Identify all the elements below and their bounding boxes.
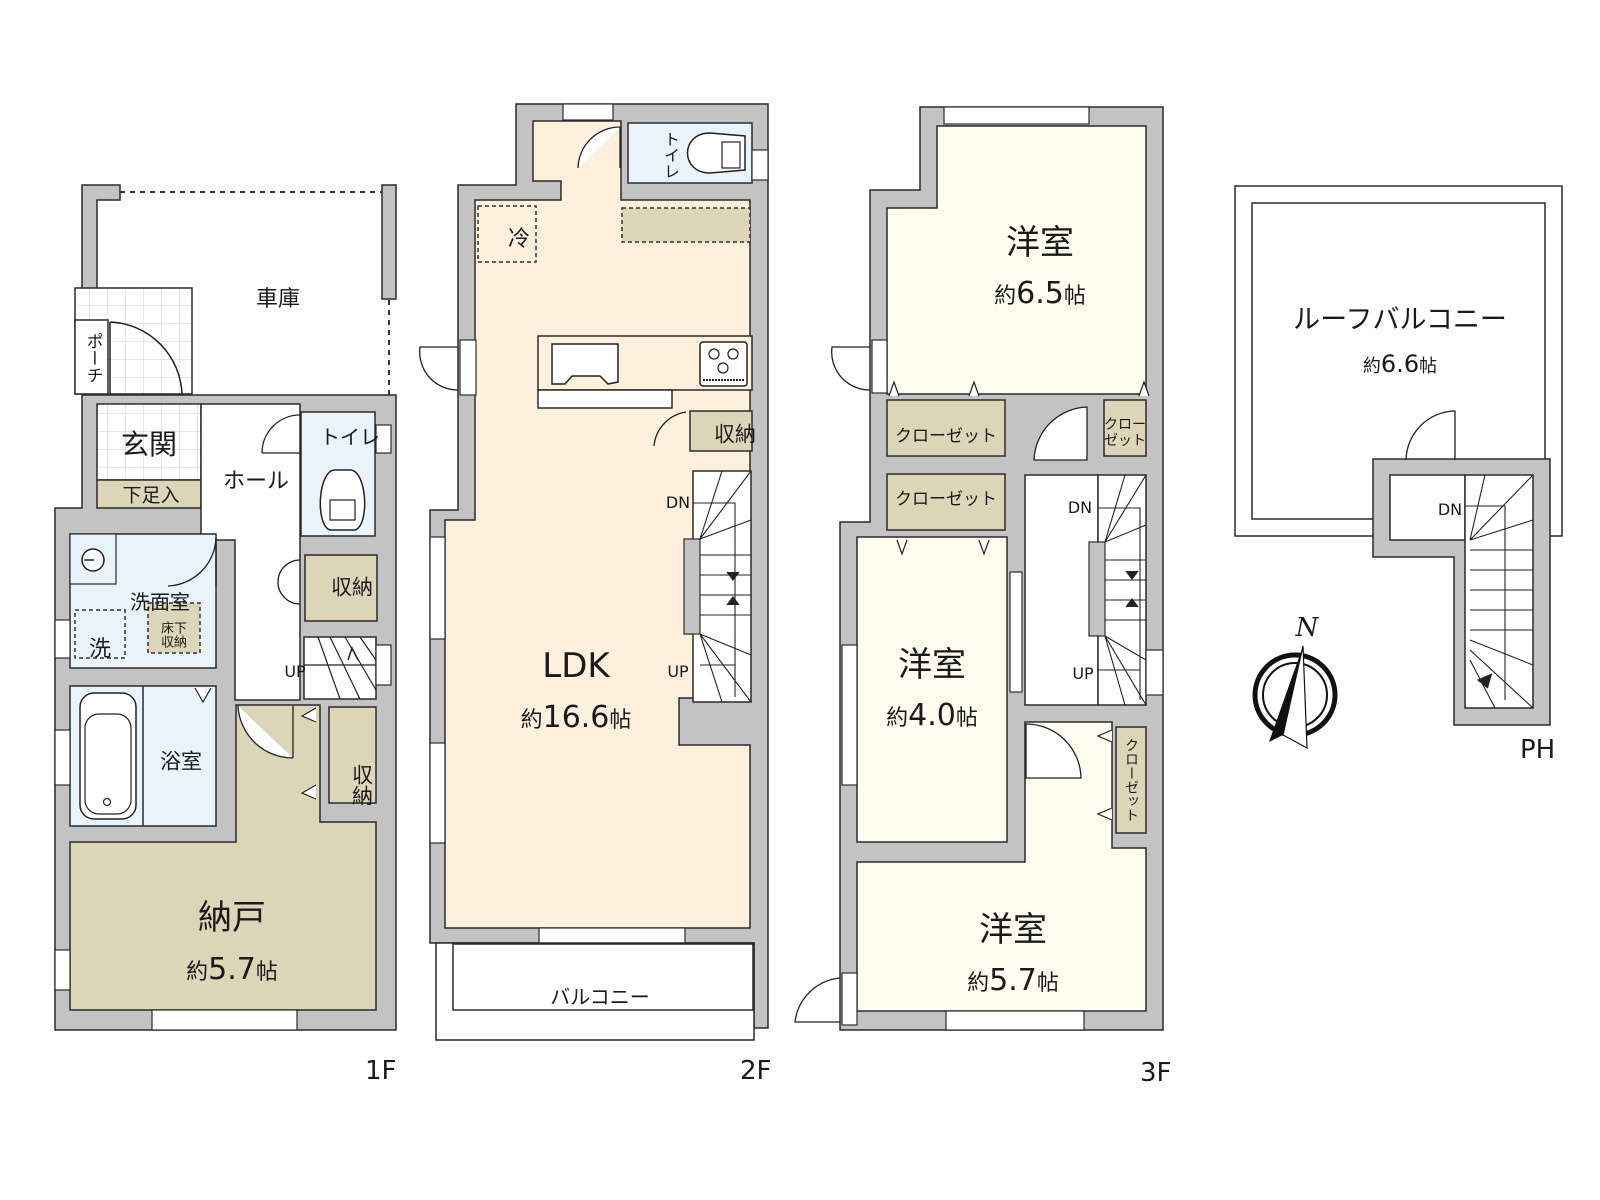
underfloor-line2: 収納 [160,636,188,651]
room-label-balcony: バルコニー [550,985,650,1009]
room-label-closet-d: クローゼット [1123,738,1139,822]
room-label-underfloor-storage: 床下 収納 [160,621,188,652]
room-area-bedroom-north: 約6.5帖 [994,279,1086,309]
area-unit: 帖 [1036,971,1059,996]
area-value: 5.7 [208,952,256,987]
room-label-garage: 車庫 [255,287,301,312]
area-unit: 帖 [255,960,278,985]
area-prefix: 約 [1362,356,1381,377]
floor-3f [794,106,1164,1031]
room-area-bedroom-middle: 約4.0帖 [886,701,978,731]
closet-b-line2: ゼット [1104,433,1146,449]
room-label-closet-c: クローゼット [895,489,997,510]
room-label-ldk: LDK [542,646,610,686]
closet-b-line1: クロー [1104,416,1146,433]
room-label-storage-2f: 収納 [714,422,756,447]
area-value: 5.7 [989,963,1037,998]
room-label-storage-closet: 収納 [349,764,374,806]
room-label-washroom: 洗面室 [130,590,190,614]
area-unit: 帖 [1419,356,1438,377]
area-prefix: 約 [994,284,1017,309]
floor-label-2f: 2F [740,1056,772,1086]
stair-up-1f: UP [284,662,306,681]
floor-label-ph: PH [1520,735,1556,765]
room-label-entrance: 玄関 [120,428,178,461]
floor-label-1f: 1F [365,1056,397,1086]
floor-2f [419,103,769,1041]
room-label-porch: ポーチ [82,332,103,384]
room-label-roof-balcony: ルーフバルコニー [1293,304,1507,336]
area-value: 16.6 [542,700,610,735]
area-value: 4.0 [908,698,956,733]
room-label-storeroom: 納戸 [198,898,266,938]
floor-ph [1234,185,1563,750]
room-label-toilet-1f: トイレ [320,425,380,449]
room-label-hall: ホール [222,469,290,494]
room-area-storeroom: 約5.7帖 [186,955,278,985]
floor-1f [54,184,397,1031]
stair-dn-ph: DN [1437,500,1463,519]
closet-d-line2: ゼット [1123,780,1139,822]
room-area-roof-balcony: 約6.6帖 [1363,352,1437,376]
room-label-storage-hall: 収納 [331,575,373,600]
room-label-bedroom-north: 洋室 [1006,223,1074,263]
room-label-bedroom-south: 洋室 [979,910,1047,950]
area-prefix: 約 [967,971,990,996]
room-label-fridge: 冷 [507,227,531,252]
room-label-toilet-2f: トイレ [661,131,680,179]
room-label-shoe-storage: 下足入 [122,484,180,507]
room-area-ldk: 約16.6帖 [521,703,632,733]
room-area-bedroom-south: 約5.7帖 [967,966,1059,996]
room-label-bedroom-middle: 洋室 [898,645,966,685]
floor-label-3f: 3F [1140,1058,1172,1088]
room-label-bathroom: 浴室 [160,749,202,774]
area-prefix: 約 [886,706,909,731]
stair-dn-2f: DN [665,493,691,512]
area-unit: 帖 [609,708,632,733]
compass-icon [1252,645,1338,750]
closet-d-line1: クロー [1123,738,1139,780]
area-unit: 帖 [955,706,978,731]
area-prefix: 約 [186,960,209,985]
area-prefix: 約 [520,708,543,733]
room-label-washer: 洗 [88,637,112,662]
stair-up-2f: UP [667,662,689,681]
area-unit: 帖 [1063,284,1086,309]
stair-dn-3f: DN [1067,498,1093,517]
underfloor-line1: 床下 [160,621,188,637]
room-label-closet-a: クローゼット [895,426,997,447]
area-value: 6.5 [1016,276,1064,311]
compass-north-label: N [1295,613,1319,643]
room-label-closet-b: クロー ゼット [1104,417,1146,449]
area-value: 6.6 [1380,350,1420,378]
stair-up-3f: UP [1072,664,1094,683]
